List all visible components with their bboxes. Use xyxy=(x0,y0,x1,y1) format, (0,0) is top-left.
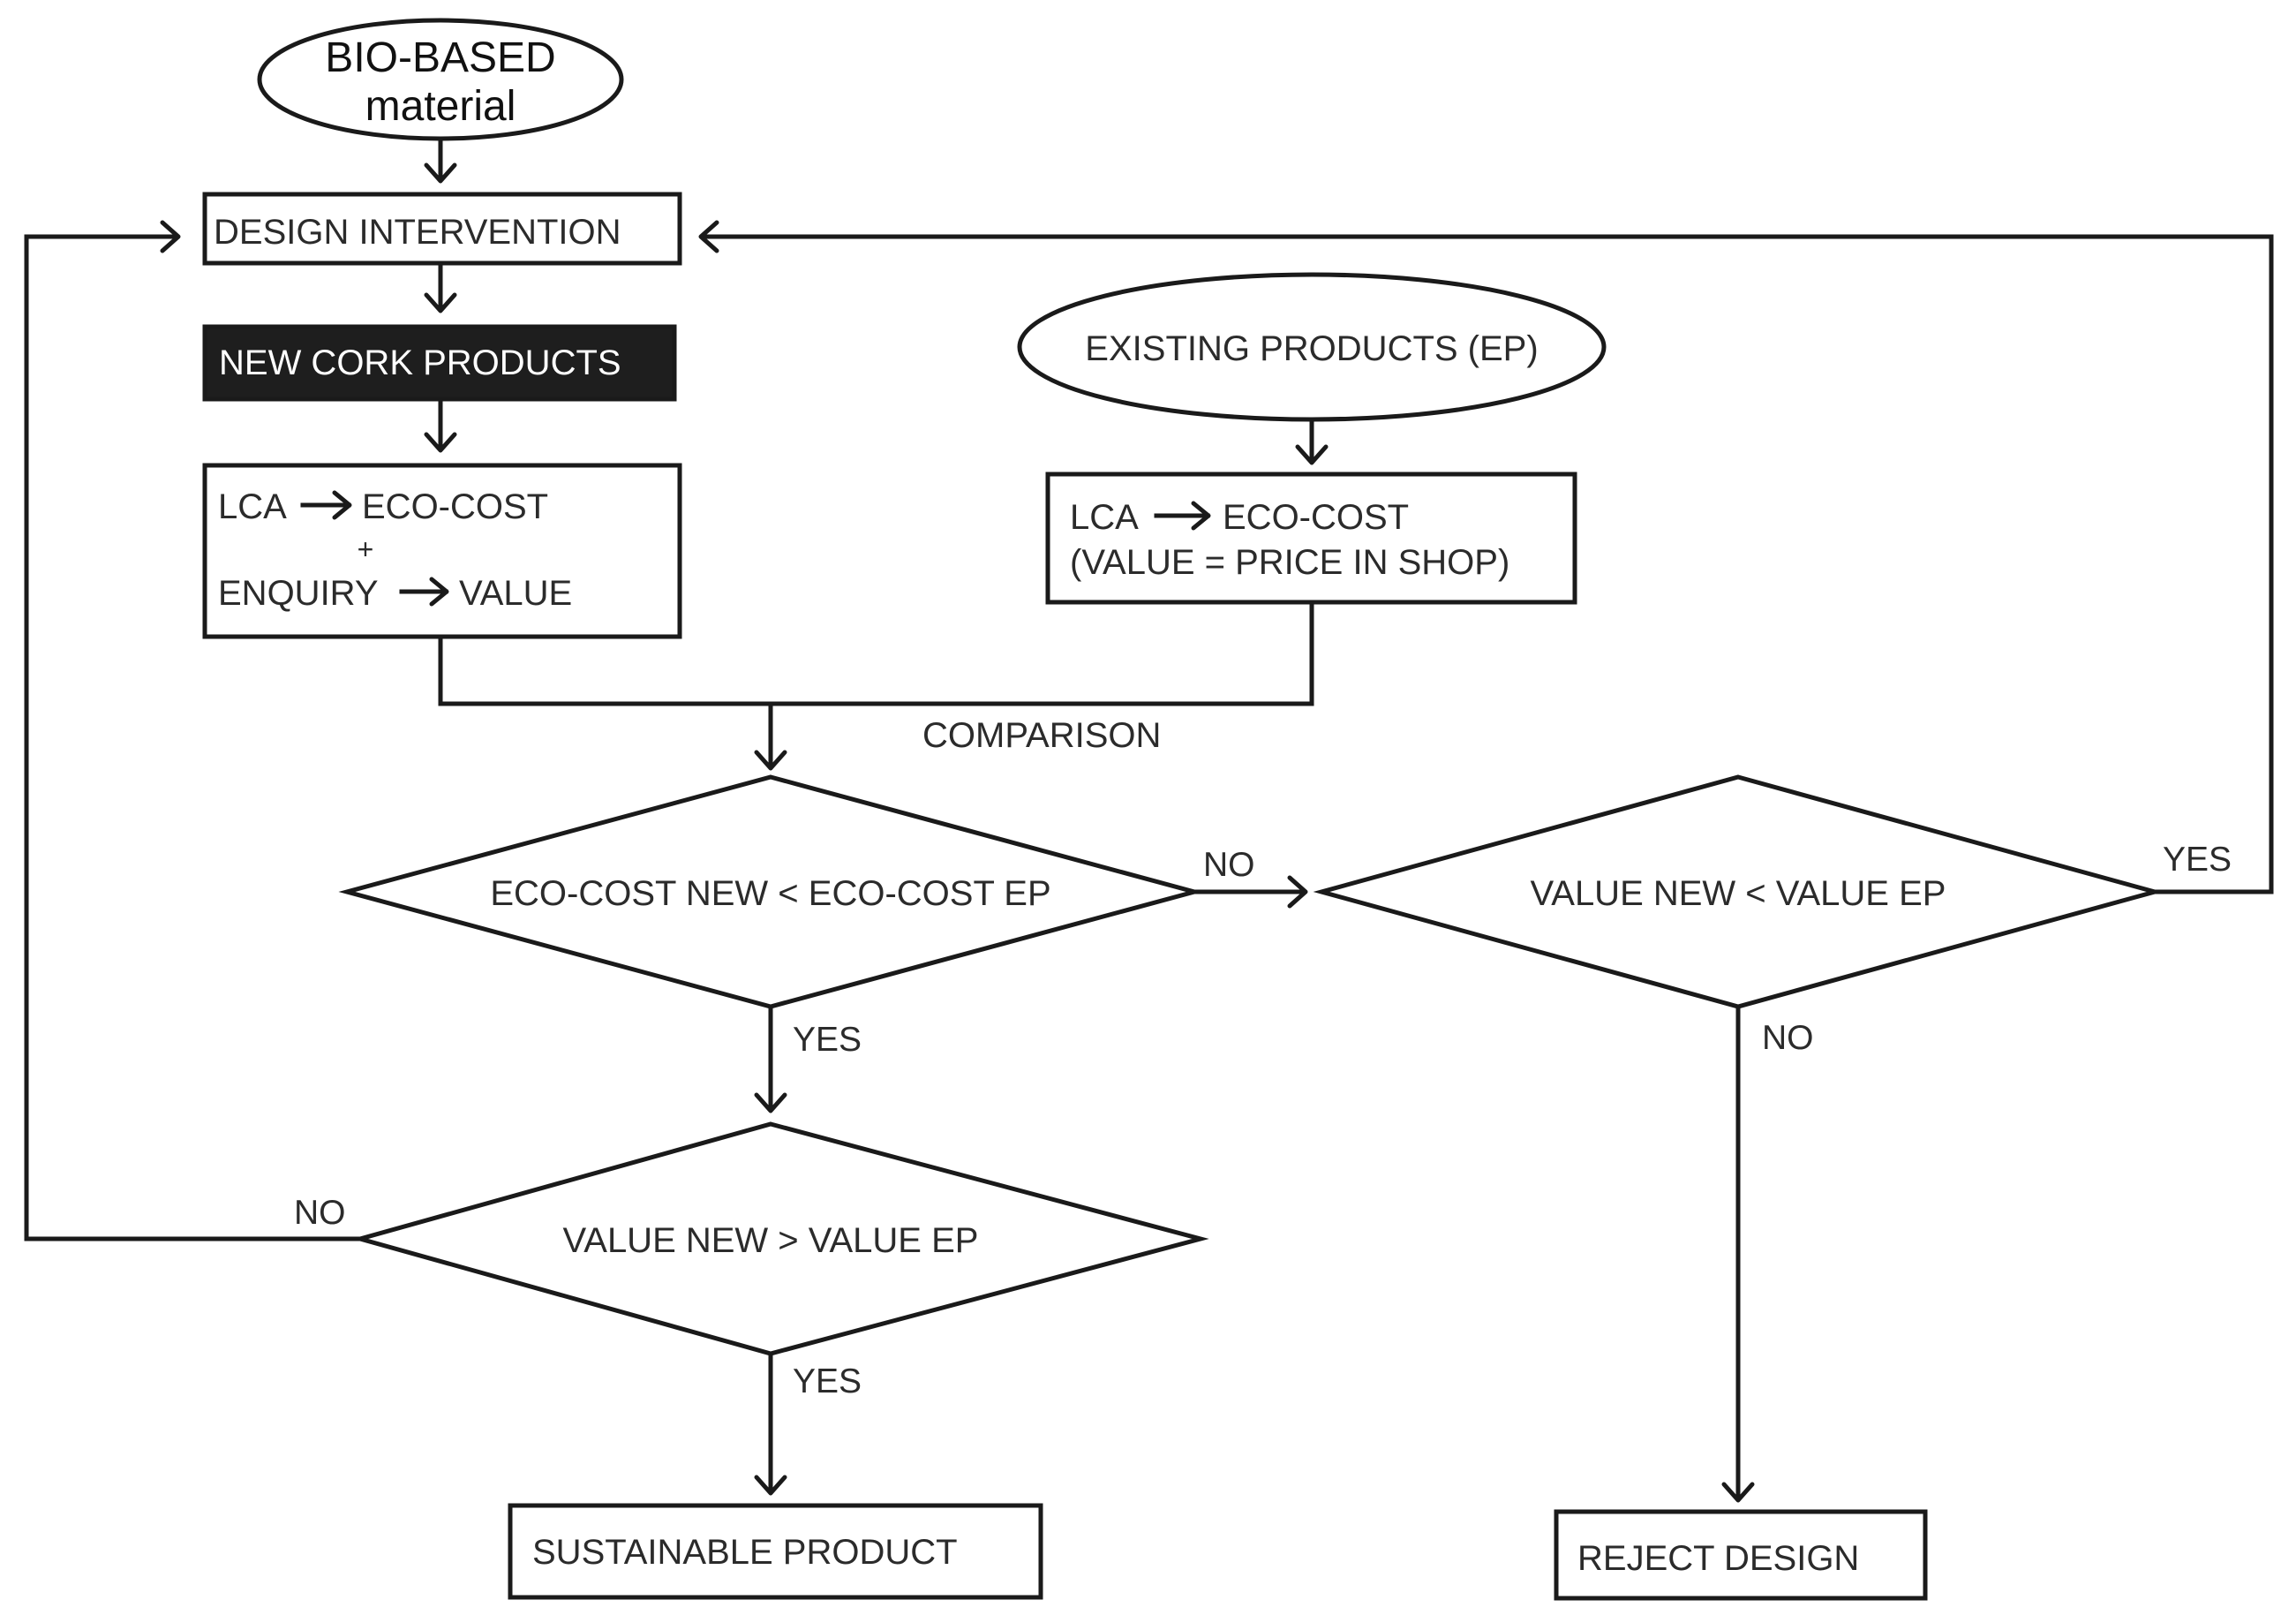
arrow-right-icon xyxy=(399,577,449,607)
reject-design-node: REJECT DESIGN xyxy=(1554,1509,1928,1601)
decision-value-less-node: VALUE NEW < VALUE EP xyxy=(1313,774,2164,1009)
edge-label-ecocost-yes: YES xyxy=(793,1021,862,1059)
connector-merge-comparison xyxy=(438,600,1314,771)
sustainable-product-node: SUSTAINABLE PRODUCT xyxy=(508,1503,1043,1600)
lca-ep-lca-label: LCA xyxy=(1070,498,1139,537)
connector-ep-to-lca xyxy=(1295,418,1329,465)
edge-label-ecocost-no: NO xyxy=(1203,846,1255,884)
connector-ecocost-no xyxy=(1192,875,1308,909)
connector-ecocost-yes xyxy=(754,1004,787,1113)
reject-design-label: REJECT DESIGN xyxy=(1577,1539,1859,1578)
arrow-right-icon xyxy=(1154,501,1211,531)
decision-value-greater-label: VALUE NEW > VALUE EP xyxy=(563,1221,979,1260)
design-intervention-node: DESIGN INTERVENTION xyxy=(202,192,682,266)
new-cork-products-label: NEW CORK PRODUCTS xyxy=(219,343,621,382)
existing-products-node: EXISTING PRODUCTS (EP) xyxy=(1017,272,1607,422)
lca-new-enquiry-label: ENQUIRY xyxy=(218,574,379,613)
connector-newcork-to-lca xyxy=(424,399,457,453)
design-intervention-label: DESIGN INTERVENTION xyxy=(214,213,621,252)
connector-value-less-yes-loop xyxy=(698,220,2274,894)
lca-new-node: LCA ECO-COST + ENQUIRY VALUE xyxy=(202,463,682,639)
arrow-right-icon xyxy=(300,490,352,520)
decision-ecocost-label: ECO-COST NEW < ECO-COST EP xyxy=(490,874,1050,913)
lca-ep-node: LCA ECO-COST (VALUE = PRICE IN SHOP) xyxy=(1045,472,1577,605)
edge-label-value-greater-no: NO xyxy=(294,1194,346,1232)
bio-based-material-node: BIO-BASED material xyxy=(257,18,624,141)
sustainable-product-label: SUSTAINABLE PRODUCT xyxy=(532,1533,958,1572)
decision-ecocost-node: ECO-COST NEW < ECO-COST EP xyxy=(338,774,1203,1009)
bio-based-line2: material xyxy=(365,83,516,130)
lca-new-value-label: VALUE xyxy=(459,574,572,613)
connector-value-less-no xyxy=(1721,1004,1755,1503)
decision-value-less-label: VALUE NEW < VALUE EP xyxy=(1531,874,1946,913)
existing-products-label: EXISTING PRODUCTS (EP) xyxy=(1085,329,1538,368)
connector-value-greater-yes xyxy=(754,1351,787,1496)
new-cork-products-node: NEW CORK PRODUCTS xyxy=(202,324,677,402)
edge-label-value-less-no: NO xyxy=(1762,1019,1814,1057)
edge-label-value-greater-yes: YES xyxy=(793,1362,862,1400)
lca-new-ecocost-label: ECO-COST xyxy=(362,487,548,526)
lca-new-lca-label: LCA xyxy=(218,487,287,526)
connector-design-to-newcork xyxy=(424,262,457,313)
connector-bio-to-design xyxy=(424,137,457,184)
comparison-label: COMPARISON xyxy=(922,716,1161,755)
decision-value-greater-node: VALUE NEW > VALUE EP xyxy=(351,1121,1209,1356)
lca-new-plus: + xyxy=(358,533,374,565)
connector-value-greater-no-loop xyxy=(24,220,363,1241)
bio-based-line1: BIO-BASED xyxy=(325,34,555,81)
edge-label-value-less-yes: YES xyxy=(2163,841,2232,879)
lca-ep-ecocost-label: ECO-COST xyxy=(1223,498,1409,537)
lca-ep-price-label: (VALUE = PRICE IN SHOP) xyxy=(1070,543,1509,582)
